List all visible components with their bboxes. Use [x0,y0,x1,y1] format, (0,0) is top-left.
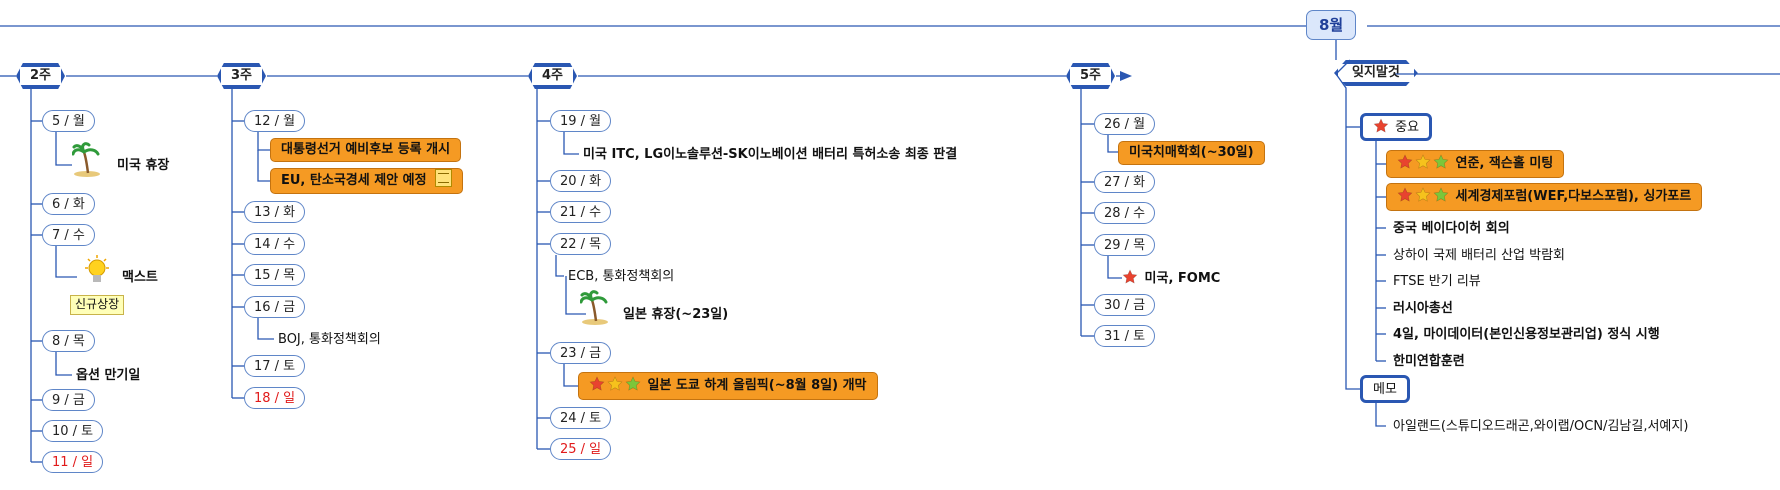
event-japan-holiday: 일본 휴장(~23일) [623,307,729,322]
event-us-holiday: 미국 휴장 [117,158,170,173]
event-option-expiry: 옵션 만기일 [76,368,141,383]
event-ecb-meeting: ECB, 통화정책회의 [568,269,675,284]
memo-item: 아일랜드(스튜디오드래곤,와이랩/OCN/김남길,서예지) [1393,419,1689,434]
week-5-header[interactable]: 5주 [1066,63,1115,89]
palm-icon [580,290,608,325]
event-us-dementia[interactable]: 미국치매학회(~30일) [1118,141,1265,165]
day-node-8[interactable]: 8 / 목 [42,330,95,352]
three-stars-icon [1397,154,1451,171]
day-node-26[interactable]: 26 / 월 [1094,113,1156,135]
day-node-15[interactable]: 15 / 목 [244,264,306,286]
day-node-27[interactable]: 27 / 화 [1094,171,1156,193]
event-ftse-review: FTSE 반기 리뷰 [1393,274,1481,289]
palm-icon [72,142,100,177]
memo-box[interactable]: 메모 [1360,375,1410,403]
event-eu-carbon-tax[interactable]: EU, 탄소국경세 제안 예정 [270,168,463,194]
note-icon [434,169,452,187]
day-node-17[interactable]: 17 / 토 [244,355,306,377]
day-node-28[interactable]: 28 / 수 [1094,202,1156,224]
day-node-25[interactable]: 25 / 일 [550,438,612,460]
event-presidential-preliminary[interactable]: 대통령선거 예비후보 등록 개시 [270,138,462,162]
day-node-19[interactable]: 19 / 월 [550,110,612,132]
day-node-31[interactable]: 31 / 토 [1094,325,1156,347]
event-shanghai-battery: 상하이 국제 배터리 산업 박람회 [1393,248,1566,263]
three-stars-icon [589,376,643,393]
day-node-18[interactable]: 18 / 일 [244,387,306,409]
star-icon [1122,269,1140,286]
week-2-header[interactable]: 2주 [16,63,65,89]
three-stars-icon [1397,187,1451,204]
day-node-5[interactable]: 5 / 월 [42,110,95,132]
day-node-10[interactable]: 10 / 토 [42,420,104,442]
event-jackson-hole[interactable]: 연준, 잭슨홀 미팅 [1386,150,1565,178]
star-icon [1373,118,1391,135]
event-tokyo-olympics[interactable]: 일본 도쿄 하계 올림픽(~8월 8일) 개막 [578,372,878,400]
day-node-29[interactable]: 29 / 목 [1094,234,1156,256]
day-node-23[interactable]: 23 / 금 [550,342,612,364]
new-listing-tag: 신규상장 [70,295,125,315]
event-joint-exercise: 한미연합훈련 [1393,354,1465,369]
event-mydata: 4일, 마이데이터(본인신용정보관리업) 정식 시행 [1393,327,1660,342]
day-node-30[interactable]: 30 / 금 [1094,294,1156,316]
event-boj-meeting: BOJ, 통화정책회의 [278,332,381,347]
day-node-22[interactable]: 22 / 목 [550,233,612,255]
event-itc-ruling: 미국 ITC, LG이노솔루션-SK이노베이션 배터리 특허소송 최종 판결 [583,147,958,162]
day-node-16[interactable]: 16 / 금 [244,296,306,318]
day-node-9[interactable]: 9 / 금 [42,389,95,411]
week-3-header[interactable]: 3주 [217,63,266,89]
important-box[interactable]: 중요 [1360,113,1433,141]
event-maxst: 맥스트 [122,270,158,285]
event-wef[interactable]: 세계경제포럼(WEF,다보스포럼), 싱가포르 [1386,183,1703,211]
day-node-7[interactable]: 7 / 수 [42,224,95,246]
event-beidaihe: 중국 베이다이허 회의 [1393,221,1510,236]
day-node-12[interactable]: 12 / 월 [244,110,306,132]
day-node-20[interactable]: 20 / 화 [550,170,612,192]
day-node-13[interactable]: 13 / 화 [244,201,306,223]
lightbulb-icon [85,255,109,282]
side-title[interactable]: 잊지말것 [1334,60,1418,86]
event-fomc: 미국, FOMC [1122,267,1220,286]
day-node-14[interactable]: 14 / 수 [244,233,306,255]
month-title[interactable]: 8월 [1306,10,1357,40]
day-node-24[interactable]: 24 / 토 [550,407,612,429]
day-node-11[interactable]: 11 / 일 [42,451,104,473]
event-russia-election: 러시아총선 [1393,301,1453,316]
week-4-header[interactable]: 4주 [528,63,577,89]
day-node-6[interactable]: 6 / 화 [42,193,95,215]
day-node-21[interactable]: 21 / 수 [550,201,612,223]
